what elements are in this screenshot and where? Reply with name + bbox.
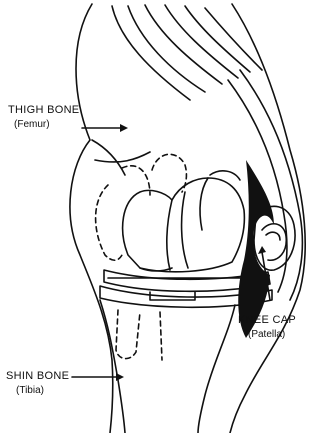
knee-cap-label: KNEE CAP (238, 314, 296, 327)
thigh-bone-label: THIGH BONE (8, 104, 79, 117)
thigh-arrowhead (120, 124, 128, 132)
joint-space (238, 160, 274, 338)
knee-arrowhead (258, 246, 266, 254)
leg-outline-left (70, 4, 113, 433)
leg-outline-right (230, 4, 305, 433)
shin-bone-label: SHIN BONE (6, 370, 69, 383)
thigh-bone-sublabel: (Femur) (14, 118, 50, 131)
shin-arrowhead (116, 373, 124, 381)
shin-bone-sublabel: (Tibia) (16, 384, 44, 397)
femoral-component (123, 178, 245, 272)
knee-cap-sublabel: (Patella) (248, 328, 285, 341)
